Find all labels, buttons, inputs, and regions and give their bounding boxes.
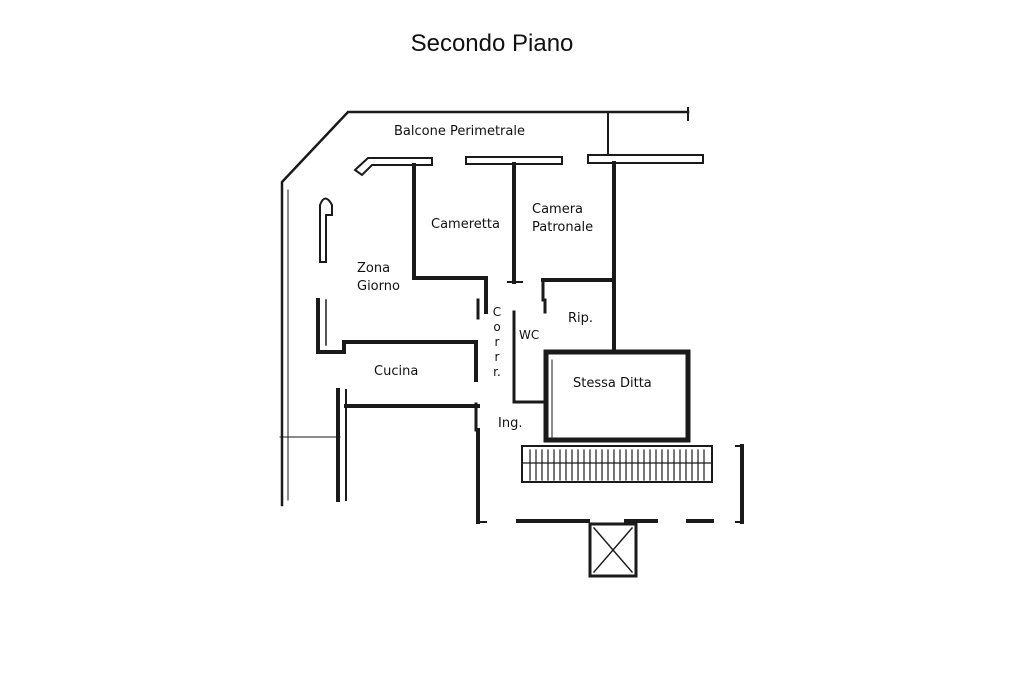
stairs [521, 445, 713, 483]
room-label-corridoio: C o r r r. [492, 305, 502, 379]
wall-cameretta [412, 163, 488, 314]
room-label-ingresso: Ing. [498, 416, 523, 431]
room-label-camera-patronale: Camera Patronale [532, 202, 594, 235]
wall-kitchen-top [316, 298, 478, 382]
wall-top-right [587, 154, 704, 164]
room-label-stessa-ditta: Stessa Ditta [573, 376, 652, 391]
stessa-ditta-block [543, 349, 691, 443]
wall-top-left [353, 157, 433, 177]
pillar-left [319, 197, 333, 263]
room-label-cucina: Cucina [374, 364, 419, 379]
room-label-cameretta: Cameretta [431, 217, 500, 232]
room-label-zona-giorno: Zona Giorno [357, 261, 400, 294]
plan-title: Secondo Piano [410, 30, 574, 57]
perimeter-wall [280, 110, 690, 507]
room-label-balcone: Balcone Perimetrale [394, 124, 525, 139]
wall-wc [512, 310, 548, 404]
room-label-wc: WC [519, 328, 540, 342]
room-label-ripostiglio: Rip. [568, 311, 594, 326]
stair-treads [521, 449, 713, 481]
